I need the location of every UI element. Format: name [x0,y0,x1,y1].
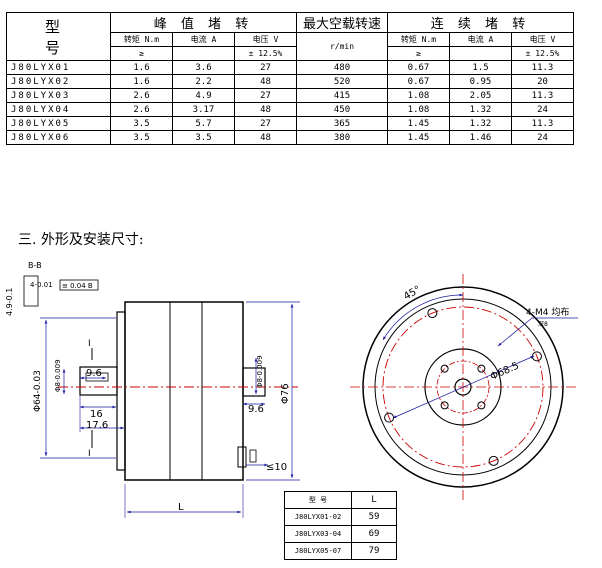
length-table-header-value: L [351,491,397,509]
section-marker-top: I [88,339,91,349]
length-value-cell: 79 [351,542,397,560]
circle-diameter-dim-line [392,355,535,419]
section-title: 三. 外形及安装尺寸: [18,232,144,248]
length-value-cell: 69 [351,525,397,543]
length-dim: L [178,502,184,513]
spec-value-cell: 24 [511,130,574,145]
shaft-diameter-dim: Φ8-0.009 [54,359,62,392]
holes-label: 4-M4 均布 [526,306,569,318]
spec-value-cell: 3.5 [110,130,173,145]
section-marker-bottom: I [88,449,91,459]
dim-10: ≤10 [266,462,287,473]
motor-body-outline [124,301,244,481]
spec-value-cell: 380 [296,130,388,145]
spec-value-cell: 1.46 [449,130,512,145]
dim-9-6-left: 9.6 [86,368,102,379]
front-flange [116,311,126,471]
spec-table: 型 号 峰 值 堵 转 最大空载转速 连 续 堵 转 转矩 N.m 电流 A 电… [6,12,574,145]
rear-shaft-diameter-dim: Φ8-0.009 [256,355,264,388]
output-shaft [79,366,118,396]
rear-connector [237,446,247,468]
side-view: I I B-B 4-0.01 ≡ 0.04 B 4.9-0.1 Φ64-0.03… [5,261,300,518]
keyway-depth-dim: 4.9-0.1 [5,288,14,316]
tolerance-frame [59,279,99,291]
rear-shaft [242,367,266,397]
keyway-section-detail [23,275,39,307]
length-model-cell: J80LYX05-07 [284,542,352,560]
body-diameter-dim: Φ76 [280,383,291,404]
tolerance-text: ≡ 0.04 B [62,282,93,290]
pilot-diameter-dim: Φ64-0.03 [33,370,43,412]
dim-16: 16 [90,409,103,420]
holes-leader [497,317,533,347]
group-continuous-stall: 连 续 堵 转 [387,12,574,33]
length-table-header-model: 型 号 [284,491,352,509]
length-value-cell: 59 [351,508,397,526]
mounting-hole [477,364,486,373]
mounting-hole [488,455,499,466]
front-view: 45° 4-M4 均布 深8 Φ68.5 [350,274,578,500]
holes-sublabel: 深8 [538,320,548,328]
model-header: 型 号 [6,12,111,61]
angle-dim-arc [382,293,464,341]
spec-value-cell: 1.45 [387,130,450,145]
angle-dim: 45° [402,284,423,302]
dim-17-6: 17.6 [86,420,108,431]
section-label: B-B [28,261,42,270]
length-model-cell: J80LYX03-04 [284,525,352,543]
keyway-width-dim: 4-0.01 [30,281,53,289]
length-model-cell: J80LYX01-02 [284,508,352,526]
rear-connector-pin [249,449,257,463]
dim-9-6-right: 9.6 [248,404,264,415]
